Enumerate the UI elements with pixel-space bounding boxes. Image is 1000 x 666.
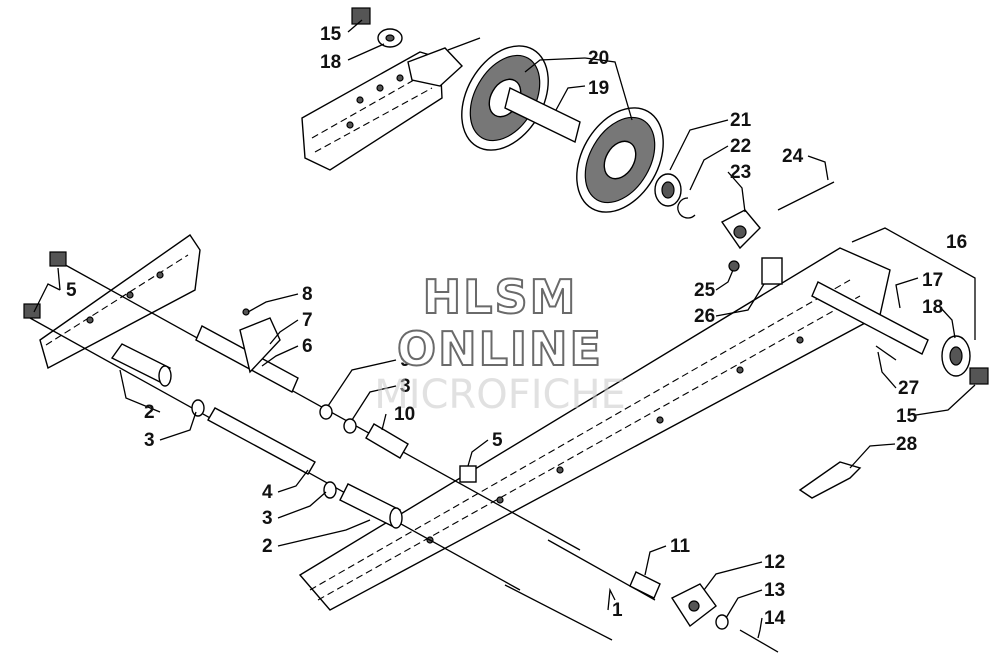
callout-5b: 5 — [492, 430, 503, 451]
callout-18a: 18 — [320, 52, 341, 73]
callout-8: 8 — [302, 284, 313, 305]
callout-18b: 18 — [922, 297, 943, 318]
shock-arm-shaft — [195, 308, 299, 393]
callout-27: 27 — [898, 378, 919, 399]
callout-26: 26 — [694, 306, 715, 327]
spacer-11 — [629, 571, 661, 599]
callout-12: 12 — [764, 552, 785, 573]
bushing-10 — [365, 423, 409, 459]
callout-labels: 15 18 20 19 21 22 23 24 16 17 18 25 26 2… — [66, 24, 967, 629]
leader-lines — [33, 19, 976, 639]
wheel-hub-18 — [941, 335, 971, 377]
washer-arm-2 — [343, 418, 357, 434]
nut-25 — [728, 260, 740, 272]
left-slide-rail — [39, 234, 201, 370]
callout-1: 1 — [612, 600, 623, 621]
callout-20: 20 — [588, 48, 609, 69]
callout-9: 9 — [400, 350, 411, 371]
snap-ring — [677, 197, 696, 219]
axle-17 — [811, 281, 929, 355]
idler-axle — [504, 86, 581, 144]
nut-middle — [459, 465, 477, 483]
washer-left — [191, 399, 205, 417]
callout-15b: 15 — [896, 406, 918, 427]
bearing — [654, 173, 682, 207]
washer-arm — [319, 404, 333, 420]
callout-23: 23 — [730, 162, 751, 183]
callout-24: 24 — [782, 146, 804, 167]
upper-rail-segment — [301, 51, 443, 171]
callout-6: 6 — [302, 336, 313, 357]
washer-13 — [715, 614, 729, 630]
bolt-14 — [739, 629, 779, 653]
callout-bracket-16 — [851, 227, 976, 340]
callout-28: 28 — [896, 434, 917, 455]
callout-13: 13 — [764, 580, 785, 601]
adjuster-bolt — [777, 181, 835, 211]
nut-left-upper — [49, 251, 67, 267]
spacer-lower — [339, 483, 403, 529]
washer-mid — [323, 481, 337, 499]
block-26 — [761, 257, 783, 285]
callout-2a: 2 — [144, 402, 155, 423]
callout-2b: 2 — [262, 536, 273, 557]
nut-top — [351, 7, 371, 25]
callout-16: 16 — [946, 232, 967, 253]
callout-4: 4 — [262, 482, 273, 503]
axle-bracket-top — [407, 37, 481, 87]
clip-28 — [798, 461, 862, 499]
callout-19: 19 — [588, 78, 609, 99]
callout-3b: 3 — [144, 430, 155, 451]
callout-21: 21 — [730, 110, 752, 131]
spacer-upper — [110, 343, 172, 387]
callout-15a: 15 — [320, 24, 342, 45]
bracket-12 — [670, 583, 717, 628]
callout-14: 14 — [764, 608, 786, 629]
idler-wheel-left — [461, 45, 549, 151]
callout-3c: 3 — [262, 508, 273, 529]
cross-shaft-line-upper — [59, 261, 581, 551]
washer-top — [377, 28, 403, 48]
nut-15-right — [969, 367, 989, 385]
tube-long — [207, 407, 316, 475]
bolt-27 — [875, 345, 897, 361]
callout-10: 10 — [394, 404, 415, 425]
callout-11: 11 — [670, 536, 691, 557]
axle-end-cap — [720, 209, 761, 250]
idler-wheel-right — [576, 107, 664, 213]
callout-22: 22 — [730, 136, 751, 157]
long-bolt-lower — [504, 584, 613, 641]
callout-25: 25 — [694, 280, 716, 301]
callout-3a: 3 — [400, 376, 411, 397]
main-slide-rail — [298, 247, 891, 611]
callout-17: 17 — [922, 270, 943, 291]
callout-7: 7 — [302, 310, 313, 331]
callout-5a: 5 — [66, 280, 77, 301]
